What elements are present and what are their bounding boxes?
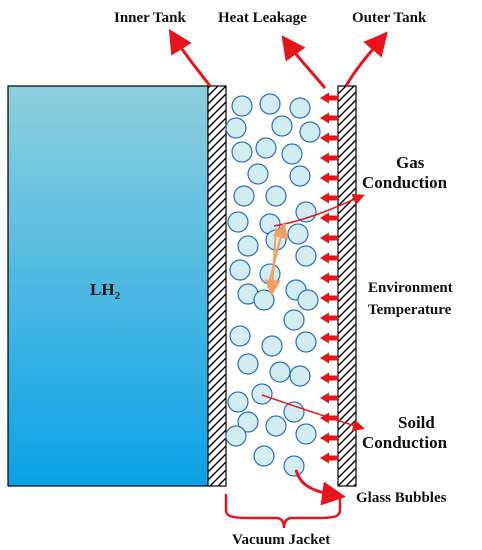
- heat-arrow-icon: [320, 412, 338, 424]
- glass-bubble: [289, 97, 311, 119]
- inner-tank-wall: [207, 85, 227, 487]
- glass-bubble: [227, 211, 249, 233]
- glass-bubble: [295, 201, 317, 223]
- gas-label-line1: Gas: [396, 153, 425, 172]
- outer-tank-label: Outer Tank: [352, 10, 427, 26]
- lh2-tank: [7, 85, 209, 487]
- heat-arrow-icon: [320, 212, 338, 224]
- glass-bubble: [269, 361, 291, 383]
- glass-bubble: [295, 331, 317, 353]
- heat-leakage-label: Heat Leakage: [218, 10, 307, 26]
- heat-arrow-icon: [320, 392, 338, 404]
- glass-bubble: [231, 141, 253, 163]
- glass-bubble: [237, 235, 259, 257]
- heat-arrow-icon: [320, 352, 338, 364]
- glass-bubble: [289, 365, 311, 387]
- lh2-label: LH2: [90, 280, 121, 302]
- heat-arrow-icon: [320, 332, 338, 344]
- solid-label-line2: Conduction: [362, 433, 448, 452]
- molecule-path-2: [267, 222, 289, 289]
- heat-arrow-icon: [320, 272, 338, 284]
- heat-arrow-icon: [320, 232, 338, 244]
- glass-bubble: [229, 325, 251, 347]
- gas-label-line2: Conduction: [362, 173, 448, 192]
- glass-bubbles-label: Glass Bubbles: [356, 490, 447, 506]
- glass-bubble: [287, 223, 309, 245]
- glass-bubble: [253, 289, 275, 311]
- glass-bubble: [227, 391, 249, 413]
- outer-tank-arrow: [344, 31, 388, 87]
- solid-conduction-pointer: [261, 394, 365, 432]
- glass-bubble: [289, 165, 311, 187]
- glass-bubble: [233, 185, 255, 207]
- vacuum-jacket-bracket: [224, 494, 342, 529]
- glass-bubble: [297, 289, 319, 311]
- glass-bubble: [229, 259, 251, 281]
- glass-bubble: [225, 425, 247, 447]
- glass-bubble: [283, 309, 305, 331]
- inner-tank-arrow: [168, 28, 212, 87]
- heat-arrow-icon: [320, 452, 338, 464]
- heat-arrow-icon: [320, 132, 338, 144]
- vacuum-jacket-label: Vacuum Jacket: [232, 532, 330, 548]
- glass-bubble: [265, 185, 287, 207]
- glass-bubble: [255, 137, 277, 159]
- environment-label-line1: Environment: [368, 280, 453, 296]
- inner-tank-label: Inner Tank: [114, 10, 187, 26]
- environment-label-line2: Temperature: [368, 302, 452, 318]
- glass-bubble: [295, 423, 317, 445]
- glass-bubble: [281, 143, 303, 165]
- glass-bubble: [299, 121, 321, 143]
- glass-bubble: [295, 245, 317, 267]
- glass-bubble: [283, 455, 305, 477]
- glass-bubble: [283, 401, 305, 423]
- heat-arrow-icon: [320, 112, 338, 124]
- glass-bubbles-pointer: [294, 469, 346, 506]
- heat-arrow-icon: [320, 432, 338, 444]
- glass-bubble: [253, 445, 275, 467]
- solid-label-line1: Soild: [398, 413, 435, 432]
- glass-bubble: [251, 383, 273, 405]
- heat-arrow-icon: [320, 172, 338, 184]
- glass-bubble: [237, 411, 259, 433]
- heat-arrow-icon: [320, 152, 338, 164]
- heat-arrow-icon: [320, 292, 338, 304]
- glass-bubble: [259, 93, 281, 115]
- heat-arrow-icon: [320, 192, 338, 204]
- glass-bubble: [225, 117, 247, 139]
- glass-bubble: [271, 115, 293, 137]
- glass-bubbles-layer: [225, 93, 321, 477]
- glass-bubble: [247, 163, 269, 185]
- glass-bubble: [237, 353, 259, 375]
- glass-bubble: [231, 95, 253, 117]
- heat-arrow-icon: [320, 372, 338, 384]
- heat-leakage-arrow: [281, 35, 327, 89]
- glass-bubble: [261, 335, 283, 357]
- heat-arrow-icon: [320, 92, 338, 104]
- heat-arrow-icon: [320, 312, 338, 324]
- glass-bubble: [265, 415, 287, 437]
- heat-arrow-icon: [320, 252, 338, 264]
- heat-leakage-arrows: [320, 92, 338, 464]
